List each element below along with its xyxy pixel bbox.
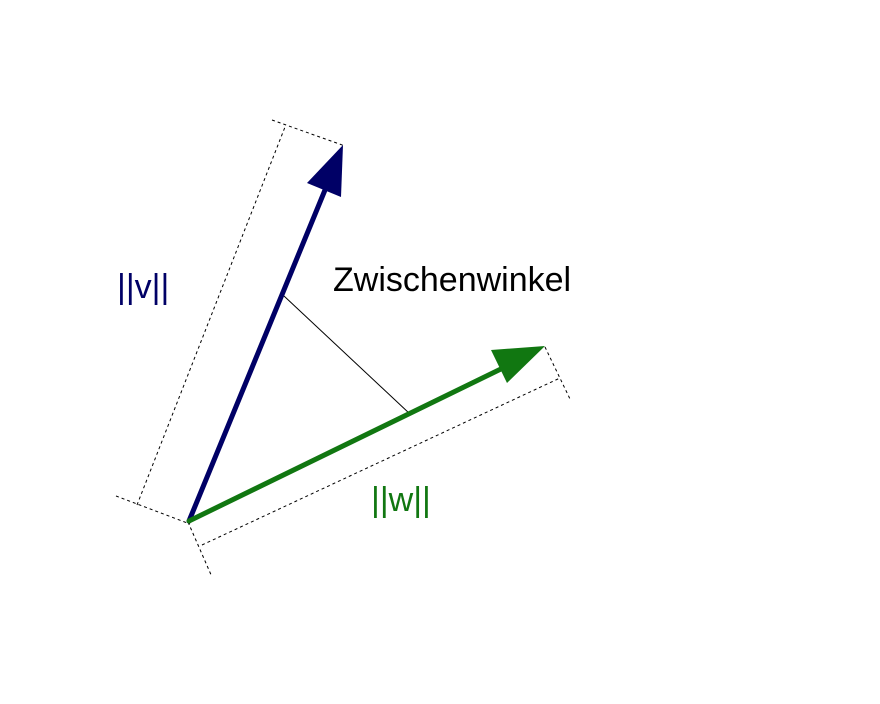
vector-v [186, 145, 343, 524]
angle-indicator-line [283, 295, 411, 415]
v-dimension-tick-end [271, 119, 346, 147]
angle-label: Zwischenwinkel [333, 261, 571, 299]
w-dimension-tick-start [187, 521, 213, 578]
v-length-dimension [115, 119, 346, 525]
w-length-dimension [187, 346, 571, 578]
v-dimension-tick-start [115, 495, 191, 525]
vector-w-shaft [186, 364, 508, 524]
w-dimension-line [201, 377, 561, 546]
w-dimension-tick-end [544, 346, 571, 400]
v-dimension-line [136, 126, 286, 506]
w-norm-label: ||w|| [371, 481, 431, 519]
vector-v-shaft [186, 187, 328, 524]
vector-v-arrowhead [307, 145, 343, 197]
vector-w [186, 346, 545, 524]
v-norm-label: ||v|| [117, 268, 169, 306]
vector-w-arrowhead [491, 346, 545, 383]
